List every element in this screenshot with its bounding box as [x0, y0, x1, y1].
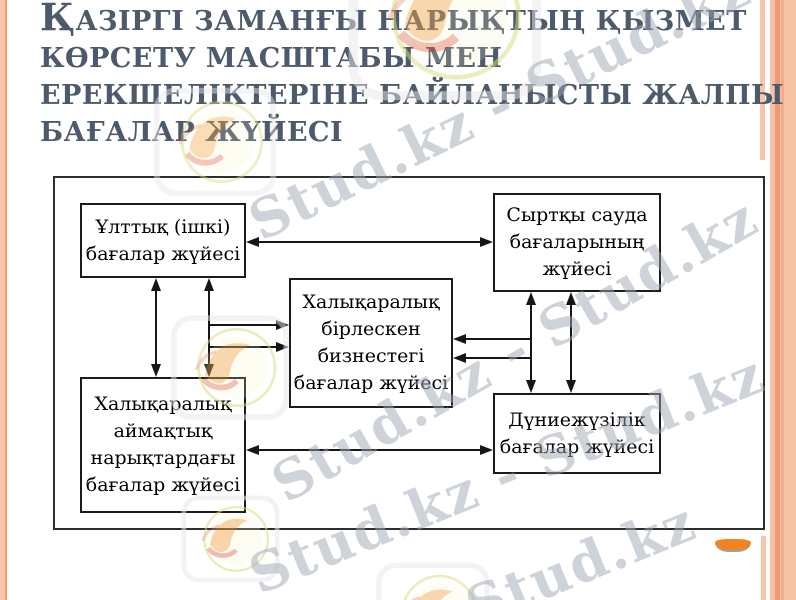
studkz-logo-icon — [368, 548, 498, 600]
box-label-line: бағалар жүйесі — [293, 372, 449, 394]
arrowhead-down-icon — [204, 364, 214, 377]
arrow-into-joint-left-1 — [209, 324, 281, 326]
arrowhead-left-icon — [453, 334, 466, 344]
box-label-line: жүйесі — [542, 258, 612, 280]
box-label-line: Халықаралық — [302, 291, 440, 313]
left-border-stripe-dark — [5, 0, 7, 600]
slide-title: ҚАЗІРГІ ЗАМАНҒЫ НАРЫҚТЫҢ ҚЫЗМЕТ КӨРСЕТУ … — [40, 0, 785, 151]
arrowhead-up-icon — [151, 278, 161, 291]
box-national-prices: Ұлттық (ішкі) бағалар жүйесі — [80, 203, 246, 278]
arrowhead-down-icon — [526, 380, 536, 393]
box-label-line: бизнестегі — [317, 345, 425, 367]
arrow-national-regional-1 — [155, 284, 157, 370]
arrowhead-right-icon — [480, 445, 493, 455]
slide-title-line: КӨРСЕТУ МАСШТАБЫ МЕН — [40, 43, 503, 74]
box-label-line: бағалар жүйесі — [499, 435, 655, 458]
arrowhead-right-icon — [276, 320, 289, 330]
box-world-prices: Дүниежүзілік бағалар жүйесі — [493, 393, 661, 474]
arrowhead-right-icon — [276, 342, 289, 352]
box-foreign-trade-prices: Сыртқы сауда бағаларының жүйесі — [493, 193, 661, 292]
box-label-line: аймақтық — [113, 420, 213, 442]
arrowhead-up-icon — [204, 278, 214, 291]
box-label-line: Халықаралық — [94, 393, 232, 415]
box-label-line: бағалар жүйесі — [85, 474, 241, 496]
box-label-line: Дүниежүзілік — [508, 408, 646, 431]
arrow-foreign-world-1 — [530, 298, 532, 382]
slide-title-line: ҚАЗІРГІ ЗАМАНҒЫ НАРЫҚТЫҢ ҚЫЗМЕТ — [40, 0, 747, 39]
arrowhead-left-icon — [453, 353, 466, 363]
arrowhead-up-icon — [566, 292, 576, 305]
box-label-line: Ұлттық (ішкі) — [95, 215, 231, 238]
right-border-thin-stripe-top — [760, 0, 765, 160]
orange-ornament — [715, 539, 751, 552]
arrowhead-left-icon — [246, 237, 259, 247]
right-border-thin-stripe-bottom — [761, 536, 766, 600]
arrow-into-joint-right-1 — [460, 338, 531, 340]
arrow-into-joint-right-2 — [460, 357, 531, 359]
arrowhead-down-icon — [151, 364, 161, 377]
box-label-line: нарықтардағы — [90, 447, 236, 469]
arrowhead-down-icon — [566, 380, 576, 393]
box-regional-markets-prices: Халықаралық аймақтық нарықтардағы бағала… — [80, 377, 246, 513]
right-border-band-dark-stripe — [775, 0, 780, 600]
arrowhead-left-icon — [246, 445, 259, 455]
left-border-stripe — [0, 0, 5, 600]
box-label-line: бағалар жүйесі — [85, 242, 241, 265]
arrowhead-up-icon — [526, 292, 536, 305]
slide-title-line: БАҒАЛАР ЖҮЙЕСІ — [40, 117, 344, 148]
arrow-national-regional-2 — [208, 284, 210, 370]
arrow-into-joint-left-2 — [209, 346, 281, 348]
right-border-band-mid-stripe — [781, 0, 784, 600]
slide-title-line: ЕРЕКШЕЛІКТЕРІНЕ БАЙЛАНЫСТЫ ЖАЛПЫ — [40, 80, 785, 111]
box-label-line: бағаларының — [509, 231, 645, 253]
arrow-regional-world — [252, 449, 486, 451]
box-label-line: Сыртқы сауда — [506, 204, 648, 226]
box-label-line: бірлескен — [321, 318, 421, 340]
box-joint-business-prices: Халықаралық бірлескен бизнестегі бағалар… — [289, 278, 453, 408]
arrow-foreign-world-2 — [570, 298, 572, 382]
arrow-national-foreign — [252, 241, 486, 243]
arrowhead-right-icon — [480, 237, 493, 247]
